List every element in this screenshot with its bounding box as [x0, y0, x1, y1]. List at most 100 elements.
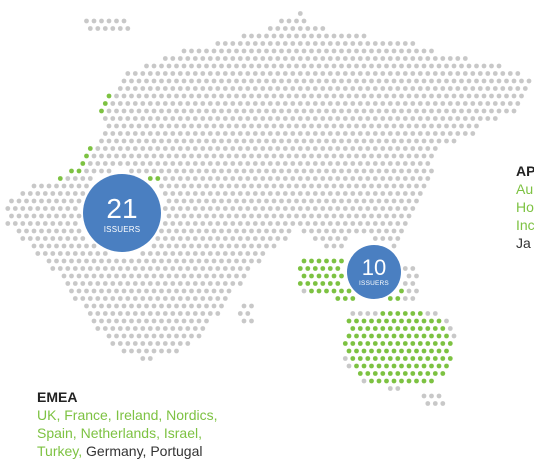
- land-dot: [87, 26, 93, 31]
- land-dot: [181, 63, 187, 69]
- land-dot: [267, 71, 273, 76]
- land-dot: [357, 131, 363, 136]
- land-dot: [309, 63, 314, 69]
- land-dot: [181, 258, 187, 264]
- land-dot: [324, 93, 329, 99]
- land-dot: [159, 258, 164, 264]
- land-dot: [72, 191, 78, 196]
- land-dot: [391, 198, 397, 204]
- land-dot: [410, 161, 416, 166]
- land-dot: [301, 168, 307, 174]
- land-dot: [140, 341, 146, 346]
- land-dot: [290, 116, 296, 121]
- land-dot: [282, 236, 288, 241]
- issuer-country-dot: [357, 371, 363, 376]
- issuer-country-dot: [380, 371, 386, 376]
- land-dot: [459, 108, 464, 114]
- land-dot: [181, 198, 187, 204]
- land-dot: [290, 176, 296, 181]
- land-dot: [102, 326, 108, 331]
- land-dot: [147, 161, 153, 166]
- land-dot: [249, 198, 254, 204]
- land-dot: [110, 311, 116, 316]
- land-dot: [144, 63, 149, 69]
- land-dot: [249, 183, 254, 189]
- land-dot: [245, 161, 251, 166]
- land-dot: [99, 168, 104, 174]
- land-dot: [406, 48, 412, 54]
- land-dot: [177, 191, 183, 196]
- issuer-country-dot: [87, 146, 93, 151]
- land-dot: [481, 93, 487, 99]
- land-dot: [369, 63, 374, 69]
- land-dot: [65, 281, 71, 286]
- issuer-country-dot: [357, 356, 363, 361]
- land-dot: [110, 341, 116, 346]
- land-dot: [282, 116, 288, 121]
- land-dot: [369, 183, 374, 189]
- issuer-country-dot: [429, 333, 434, 339]
- land-dot: [271, 93, 277, 99]
- land-dot: [245, 206, 251, 211]
- land-dot: [177, 281, 183, 286]
- land-dot: [159, 183, 164, 189]
- land-dot: [121, 78, 127, 84]
- land-dot: [166, 183, 172, 189]
- land-dot: [294, 33, 299, 39]
- land-dot: [440, 56, 446, 61]
- land-dot: [114, 303, 119, 309]
- land-dot: [226, 153, 232, 159]
- land-dot: [429, 393, 434, 399]
- land-dot: [147, 326, 153, 331]
- land-dot: [155, 236, 161, 241]
- land-dot: [84, 258, 89, 264]
- land-dot: [410, 71, 416, 76]
- land-dot: [219, 288, 224, 294]
- land-dot: [327, 131, 333, 136]
- land-dot: [372, 131, 378, 136]
- land-dot: [346, 363, 352, 369]
- land-dot: [222, 281, 228, 286]
- land-dot: [282, 131, 288, 136]
- land-dot: [327, 101, 333, 106]
- land-dot: [16, 228, 22, 234]
- land-dot: [335, 41, 341, 46]
- land-dot: [309, 48, 314, 54]
- issuer-country-dot: [350, 341, 356, 346]
- land-dot: [35, 236, 41, 241]
- land-dot: [279, 33, 284, 39]
- land-dot: [110, 26, 116, 31]
- land-dot: [417, 191, 423, 196]
- land-dot: [372, 101, 378, 106]
- issuer-country-dot: [380, 311, 386, 316]
- land-dot: [369, 168, 374, 174]
- land-dot: [222, 146, 228, 151]
- land-dot: [342, 86, 348, 91]
- land-dot: [391, 48, 397, 54]
- issuer-country-dot: [387, 371, 393, 376]
- land-dot: [189, 108, 194, 114]
- issuer-country-dot: [305, 281, 311, 286]
- land-dot: [421, 123, 427, 129]
- issuer-country-dot: [384, 378, 389, 384]
- land-dot: [84, 288, 89, 294]
- land-dot: [147, 146, 153, 151]
- land-dot: [106, 333, 112, 339]
- land-dot: [354, 78, 359, 84]
- land-dot: [125, 86, 131, 91]
- land-dot: [230, 221, 236, 226]
- issuer-country-dot: [369, 363, 374, 369]
- land-dot: [234, 108, 239, 114]
- issuer-country-dot: [440, 371, 446, 376]
- land-dot: [350, 86, 356, 91]
- land-dot: [387, 161, 393, 166]
- land-dot: [219, 63, 224, 69]
- land-dot: [331, 63, 337, 69]
- land-dot: [144, 123, 149, 129]
- land-dot: [282, 221, 288, 226]
- land-dot: [282, 146, 288, 151]
- land-dot: [312, 71, 318, 76]
- issuer-country-dot: [361, 348, 367, 354]
- land-dot: [207, 161, 213, 166]
- land-dot: [264, 108, 269, 114]
